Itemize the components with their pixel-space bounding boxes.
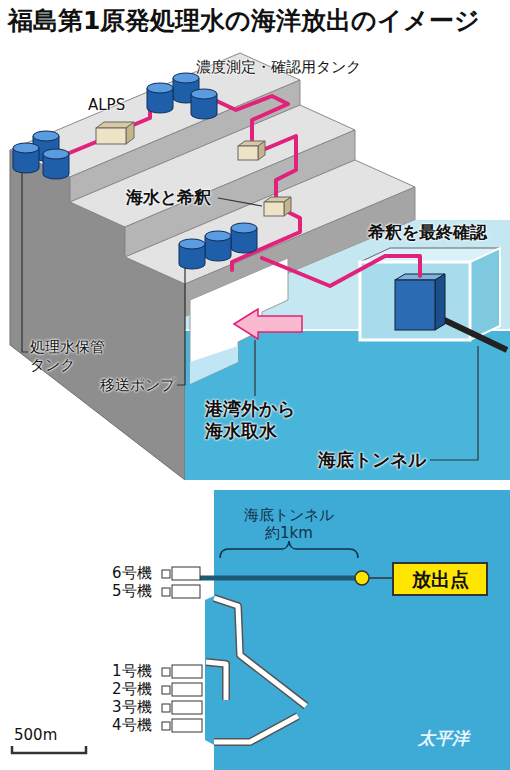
node-text: 放出点 xyxy=(412,568,469,591)
process-label: 港湾外から 海水取水 xyxy=(205,398,305,441)
sea-section xyxy=(185,330,510,480)
pit-front xyxy=(360,262,470,340)
alps-building xyxy=(96,128,126,144)
check-tank xyxy=(147,83,173,113)
reactor-building xyxy=(172,567,200,580)
reactor-square xyxy=(162,668,170,676)
check-tank xyxy=(191,89,217,119)
process-label: 海水と希釈 xyxy=(126,187,211,207)
leader-line xyxy=(369,577,392,579)
storage-tank xyxy=(13,143,39,173)
unit-label: 5号機 xyxy=(112,582,152,600)
part-label: 海底トンネル xyxy=(318,449,426,471)
part-label: 移送ポンプ xyxy=(100,376,175,394)
part-label: 濃度測定・確認用タンク xyxy=(196,58,361,76)
reactor-square xyxy=(162,686,170,694)
leader-line xyxy=(218,198,262,206)
unit-label: 3号機 xyxy=(112,698,152,716)
scale-bar xyxy=(12,746,86,753)
pump-tank xyxy=(205,231,231,261)
leader-line xyxy=(430,346,478,460)
release-point-dot xyxy=(355,571,369,585)
unit-label: 6号機 xyxy=(112,564,152,582)
unit-label: 4号機 xyxy=(112,716,152,734)
leader-line xyxy=(177,268,185,385)
pacific-ocean xyxy=(205,490,510,770)
scale-label: 500m xyxy=(14,726,57,744)
process-label: 希釈を最終確認 xyxy=(368,222,487,242)
intake-water xyxy=(190,346,238,384)
check-tank-side xyxy=(435,274,445,330)
reactor-building xyxy=(172,585,200,598)
pump-tank xyxy=(231,223,257,253)
building xyxy=(238,146,258,160)
alps-side xyxy=(126,122,134,144)
reactor-square xyxy=(162,704,170,712)
dilution-side xyxy=(284,197,291,216)
part-label: ALPS xyxy=(88,96,125,114)
dilution-building xyxy=(264,202,284,216)
reactor-square xyxy=(162,722,170,730)
reactor-square xyxy=(162,588,170,596)
undersea-tunnel xyxy=(440,318,507,350)
part-label: 処理水保管 タンク xyxy=(30,338,112,374)
title: 福島第1原発処理水の海洋放出のイメージ xyxy=(8,6,480,36)
breakwater xyxy=(206,598,306,742)
check-tank-front xyxy=(395,280,435,330)
building-side xyxy=(258,141,265,160)
reactor-building xyxy=(172,683,202,696)
reactor-building xyxy=(172,665,202,678)
breakwater-outline xyxy=(206,598,306,742)
ocean-label: 太平洋 xyxy=(418,728,469,748)
reactor-building xyxy=(172,719,202,732)
span-bracket xyxy=(220,541,358,558)
dimension-label: 海底トンネル 約1km xyxy=(237,506,341,542)
release-point-box: 放出点 xyxy=(392,562,488,596)
unit-label: 2号機 xyxy=(112,680,152,698)
tunnel-line xyxy=(200,576,356,581)
unit-label: 1号機 xyxy=(112,662,152,680)
intake-arrow xyxy=(234,309,302,339)
leader-line xyxy=(254,340,255,396)
pit-side xyxy=(470,248,500,340)
pump-tank xyxy=(179,239,205,269)
storage-tank xyxy=(43,149,69,179)
leader-line xyxy=(22,172,28,352)
reactor-building xyxy=(172,701,202,714)
water-pipe xyxy=(62,96,420,286)
reactor-square xyxy=(162,570,170,578)
